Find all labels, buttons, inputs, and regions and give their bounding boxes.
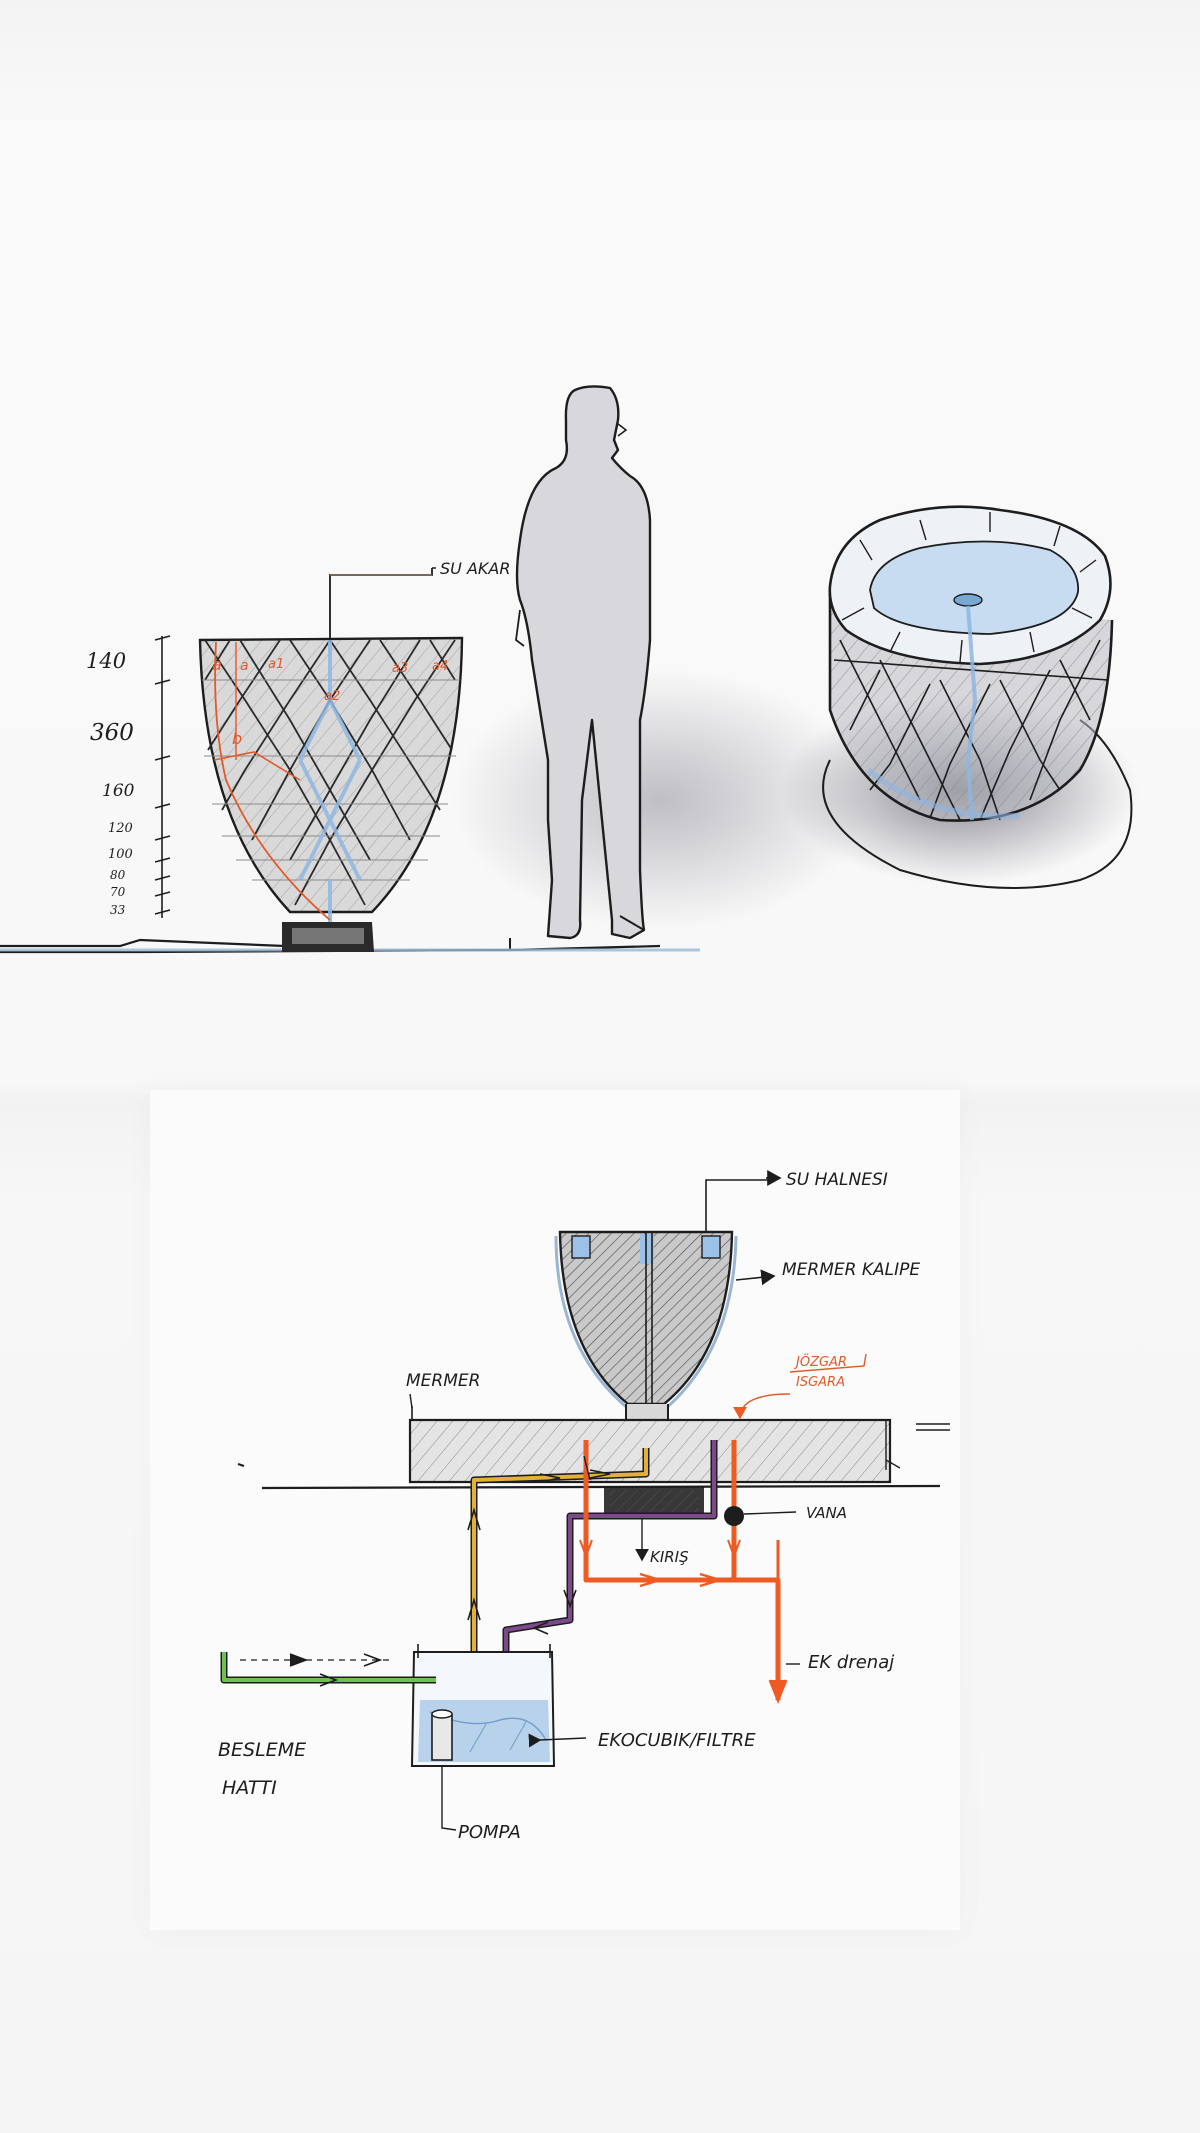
dim-100: 100 — [108, 847, 133, 862]
cell-label-a: a — [212, 655, 222, 674]
section-sketch: SU HALNESI MERMER KALIPE MERMER — [218, 1170, 950, 1843]
label-beam: KIRIŞ — [650, 1548, 689, 1566]
water-flows-label: SU AKAR — [440, 559, 510, 578]
fountain-bowl-elevation: a a a1 a2 a3 a4 b SU AKAR — [198, 559, 510, 952]
label-marble-bowl: MERMER KALIPE — [782, 1260, 920, 1280]
overflow-note: JÖZGAR ISGARA — [733, 1353, 867, 1420]
cell-label-a1: a1 — [268, 657, 284, 672]
side-label-b: b — [232, 729, 242, 748]
fountain-perspective — [780, 505, 1140, 889]
elevation-sketch: 140 360 160 120 100 80 70 33 — [0, 385, 1140, 954]
label-feed-line-1: BESLEME — [218, 1739, 306, 1761]
label-filter: EKOCUBIK/FILTRE — [598, 1730, 756, 1751]
beam: KIRIŞ — [604, 1486, 704, 1566]
label-overflow-2: ISGARA — [796, 1375, 845, 1390]
label-water-pipe: SU HALNESI — [786, 1170, 888, 1190]
cell-label-a2: a2 — [324, 689, 340, 704]
drain-pipe: VANA EK drenaj — [579, 1440, 894, 1705]
marble-platform: MERMER — [406, 1371, 950, 1484]
feed-line: BESLEME HATTI — [218, 1652, 436, 1799]
label-feed-line-2: HATTI — [222, 1777, 277, 1799]
cell-label-a-2: a — [240, 658, 249, 674]
cell-label-a3: a3 — [392, 661, 408, 676]
section-sketch-sheet — [150, 1090, 960, 1930]
label-pump: POMPA — [458, 1822, 521, 1843]
cell-label-a4: a4 — [432, 659, 448, 674]
dim-360: 360 — [90, 720, 134, 746]
label-drain: EK drenaj — [808, 1652, 894, 1673]
return-pipe — [499, 1440, 718, 1719]
dim-80: 80 — [110, 868, 126, 882]
bowl-section — [554, 1230, 738, 1480]
dim-160: 160 — [102, 781, 135, 801]
dim-70: 70 — [110, 885, 126, 899]
dim-33: 33 — [110, 903, 126, 917]
label-valve: VANA — [806, 1504, 847, 1522]
filter-tank: EKOCUBIK/FILTRE POMPA — [410, 1644, 756, 1843]
human-figure — [450, 385, 870, 940]
dim-120: 120 — [108, 821, 133, 836]
dimension-scale: 140 360 160 120 100 80 70 33 — [86, 635, 171, 918]
label-overflow-1: JÖZGAR — [793, 1353, 847, 1370]
label-marble: MERMER — [406, 1371, 480, 1391]
dim-140: 140 — [86, 649, 126, 673]
